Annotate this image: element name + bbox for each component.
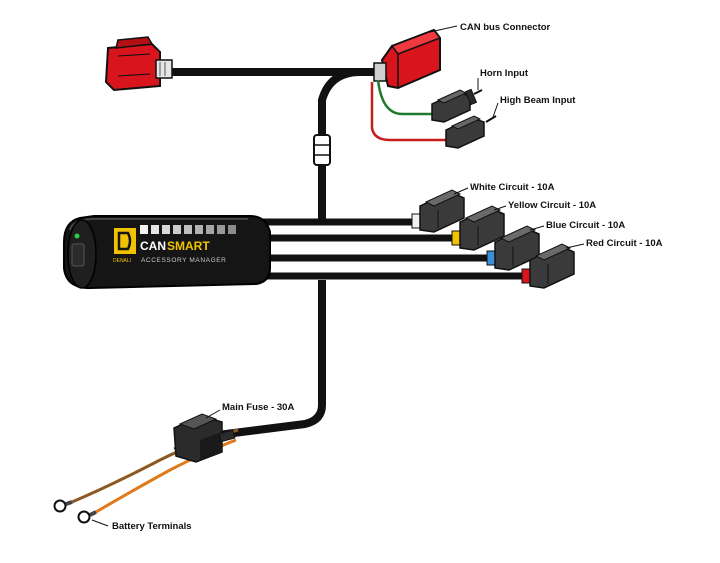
high-beam-label: High Beam Input <box>500 95 576 106</box>
red-circuit-label: Red Circuit - 10A <box>586 238 663 249</box>
battery-terminal-1 <box>53 499 73 513</box>
white-leader <box>453 187 469 195</box>
indicator-bar <box>140 225 236 234</box>
status-led <box>74 233 80 239</box>
blue-circuit-label: Blue Circuit - 10A <box>546 220 625 231</box>
battery-label: Battery Terminals <box>112 521 192 532</box>
logo-letters: DENALI <box>113 258 131 264</box>
horn-wire <box>376 79 432 116</box>
red-circuit-connector <box>521 243 575 289</box>
inline-connector <box>313 134 331 166</box>
battery-leader <box>91 519 109 527</box>
yellow-circuit-label: Yellow Circuit - 10A <box>508 200 596 211</box>
fuse-leader <box>205 409 221 419</box>
white-circuit-connector <box>411 189 465 233</box>
high-beam-wire <box>370 82 448 142</box>
red-leader <box>565 243 585 249</box>
cansmart-module: CAN SMART ACCESSORY MANAGER DENALI <box>63 215 271 290</box>
can-bus-leader <box>429 25 458 33</box>
main-fuse-holder <box>173 413 236 463</box>
usb-port <box>71 243 85 267</box>
horn-label: Horn Input <box>480 68 529 79</box>
white-circuit-label: White Circuit - 10A <box>470 182 555 193</box>
can-bus-cable <box>170 68 364 225</box>
high-beam-input-connector <box>445 115 497 149</box>
yellow-circuit-connector <box>451 205 505 251</box>
can-bus-connector <box>373 28 442 90</box>
yellow-leader <box>493 205 507 211</box>
can-bus-label: CAN bus Connector <box>460 22 551 33</box>
power-cable <box>209 280 326 440</box>
horn-input-connector <box>431 88 483 123</box>
fuse-label: Main Fuse - 30A <box>222 402 294 413</box>
device-name-part1: CAN <box>140 239 166 253</box>
device-subtitle: ACCESSORY MANAGER <box>141 257 226 264</box>
high-beam-leader <box>492 102 499 118</box>
device-name-part2: SMART <box>167 239 210 253</box>
battery-terminal-2 <box>77 510 97 524</box>
can-bus-plug-left <box>104 36 173 92</box>
blue-leader <box>529 225 545 231</box>
blue-circuit-connector <box>486 225 540 271</box>
